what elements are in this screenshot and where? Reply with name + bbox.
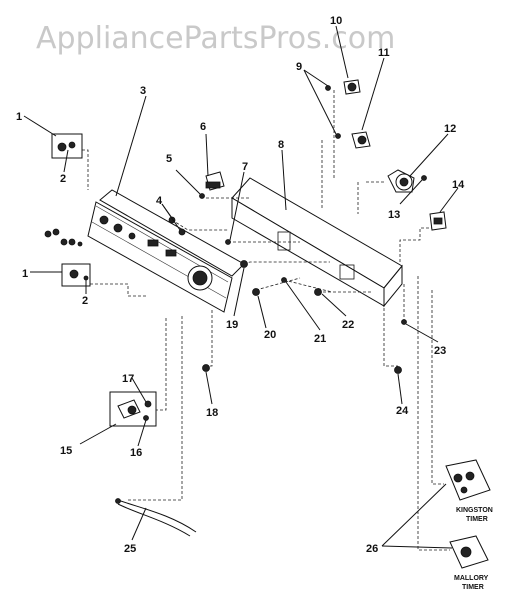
part-16 [143, 415, 149, 421]
callout-14: 14 [452, 179, 465, 191]
callout-23: 23 [434, 345, 446, 357]
callout-9: 9 [296, 61, 302, 73]
wire-harness-part-25 [115, 498, 197, 537]
leader-lines [23, 25, 459, 549]
callout-24: 24 [396, 405, 409, 417]
screw-part-9a [325, 85, 331, 91]
callout-25: 25 [124, 543, 136, 555]
callout-6: 6 [200, 121, 206, 133]
part-22 [314, 288, 322, 296]
switch-assembly-part-15 [109, 391, 157, 427]
callout-4: 4 [156, 195, 163, 207]
callout-7: 7 [242, 161, 248, 173]
knob-part-10 [343, 79, 361, 95]
switch-bracket-part-1-lower [61, 263, 91, 287]
callout-8: 8 [278, 139, 284, 151]
part-24 [394, 366, 402, 374]
callout-26: 26 [366, 543, 378, 555]
callout-16: 16 [130, 447, 142, 459]
callout-21: 21 [314, 333, 326, 345]
mallory-timer-part-26 [449, 535, 489, 569]
callout-10: 10 [330, 15, 342, 27]
screw-part-4a [168, 216, 176, 224]
mallory-caption-line1: MALLORY [454, 575, 489, 582]
part-19 [240, 260, 248, 268]
switch-part-6 [205, 171, 225, 191]
callout-18: 18 [206, 407, 218, 419]
watermark-text: AppliancePartsPros.com [36, 21, 395, 56]
callout-5: 5 [166, 153, 172, 165]
callout-11: 11 [378, 47, 390, 59]
callout-1b: 1 [22, 268, 28, 280]
callout-12: 12 [444, 123, 456, 135]
screw-part-13 [421, 175, 427, 181]
callout-2b: 2 [82, 295, 88, 307]
part-18 [202, 364, 210, 372]
screw-part-7 [225, 239, 231, 245]
connection-lines [82, 90, 450, 551]
timer-captions: KINGSTON TIMER MALLORY TIMER [454, 507, 493, 591]
callout-13: 13 [388, 209, 400, 221]
screw-part-5 [199, 193, 205, 199]
callout-20: 20 [264, 329, 276, 341]
console-back-panel [231, 177, 403, 308]
callouts: 1 2 1 2 3 4 5 6 7 8 9 10 11 12 13 14 15 … [16, 15, 465, 555]
screw-part-9b [335, 133, 341, 139]
switch-part-14 [429, 211, 447, 231]
part-21 [281, 277, 287, 283]
callout-15: 15 [60, 445, 72, 457]
kingston-caption-line1: KINGSTON [456, 507, 493, 514]
callout-1a: 1 [16, 111, 22, 123]
kingston-caption-line2: TIMER [466, 516, 488, 523]
kingston-timer-part-26 [445, 459, 491, 501]
screws-part-2-upper [44, 228, 83, 247]
part-17 [144, 400, 152, 408]
part-20 [252, 288, 260, 296]
screw-part-4b [178, 228, 186, 236]
callout-3: 3 [140, 85, 146, 97]
control-panel [87, 189, 245, 313]
callout-2a: 2 [60, 173, 66, 185]
callout-22: 22 [342, 319, 354, 331]
callout-19: 19 [226, 319, 238, 331]
motor-part-12 [387, 169, 415, 193]
mallory-caption-line2: TIMER [462, 584, 484, 591]
part-23 [401, 319, 407, 325]
knob-part-11 [351, 131, 371, 149]
callout-17: 17 [122, 373, 134, 385]
